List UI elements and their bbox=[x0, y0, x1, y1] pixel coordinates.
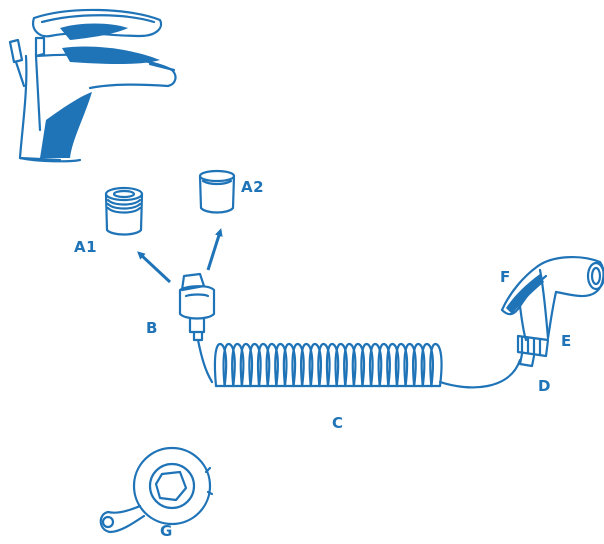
adapter-sleeve-icon bbox=[198, 169, 236, 214]
coil-loop bbox=[360, 342, 374, 388]
coil-loop bbox=[231, 342, 245, 388]
coil-loop bbox=[222, 342, 236, 388]
threaded-adapter-icon bbox=[104, 186, 144, 236]
label-a1: A1 bbox=[74, 238, 98, 256]
handshower-shade bbox=[506, 274, 544, 314]
coil-loop bbox=[351, 342, 366, 388]
coil-loop bbox=[308, 342, 323, 388]
coil-loop bbox=[377, 342, 391, 388]
coil-loop bbox=[299, 342, 314, 388]
coil-loop bbox=[394, 342, 409, 388]
arrow-to-a1 bbox=[137, 251, 172, 284]
coil-loop bbox=[239, 342, 254, 388]
coil-loop bbox=[334, 342, 348, 388]
coil-loop bbox=[282, 342, 297, 388]
label-a2: A2 bbox=[241, 178, 265, 196]
coil-loop bbox=[317, 342, 331, 388]
hose-outlet bbox=[438, 358, 522, 389]
coil-loop bbox=[248, 342, 262, 388]
coil-loop bbox=[411, 342, 426, 388]
coiled-hose-icon bbox=[213, 342, 443, 388]
label-e: E bbox=[561, 332, 572, 350]
coil-loop bbox=[403, 342, 417, 388]
hose-inlet bbox=[196, 338, 214, 384]
coil-loop bbox=[274, 342, 288, 388]
label-b: B bbox=[146, 319, 158, 337]
faucet-icon bbox=[8, 8, 177, 163]
coil-loop bbox=[343, 342, 357, 388]
arrow-to-a2 bbox=[206, 228, 223, 271]
coil-loop bbox=[213, 342, 228, 388]
label-g: G bbox=[160, 522, 173, 540]
coil-loop bbox=[368, 342, 383, 388]
coil-loop bbox=[420, 342, 435, 388]
diverter-valve-icon bbox=[178, 272, 216, 342]
label-d: D bbox=[538, 377, 551, 395]
faucet-shading bbox=[40, 23, 160, 158]
hand-shower-icon bbox=[500, 255, 604, 368]
label-c: C bbox=[332, 414, 344, 432]
coil-loop bbox=[291, 342, 305, 388]
wrench-key-icon bbox=[99, 446, 214, 534]
coil-loop bbox=[325, 342, 340, 388]
coil-loop bbox=[265, 342, 279, 388]
coil-loop bbox=[429, 342, 443, 388]
coil-loop bbox=[386, 342, 400, 388]
label-f: F bbox=[500, 268, 511, 286]
coil-loop bbox=[256, 342, 271, 388]
